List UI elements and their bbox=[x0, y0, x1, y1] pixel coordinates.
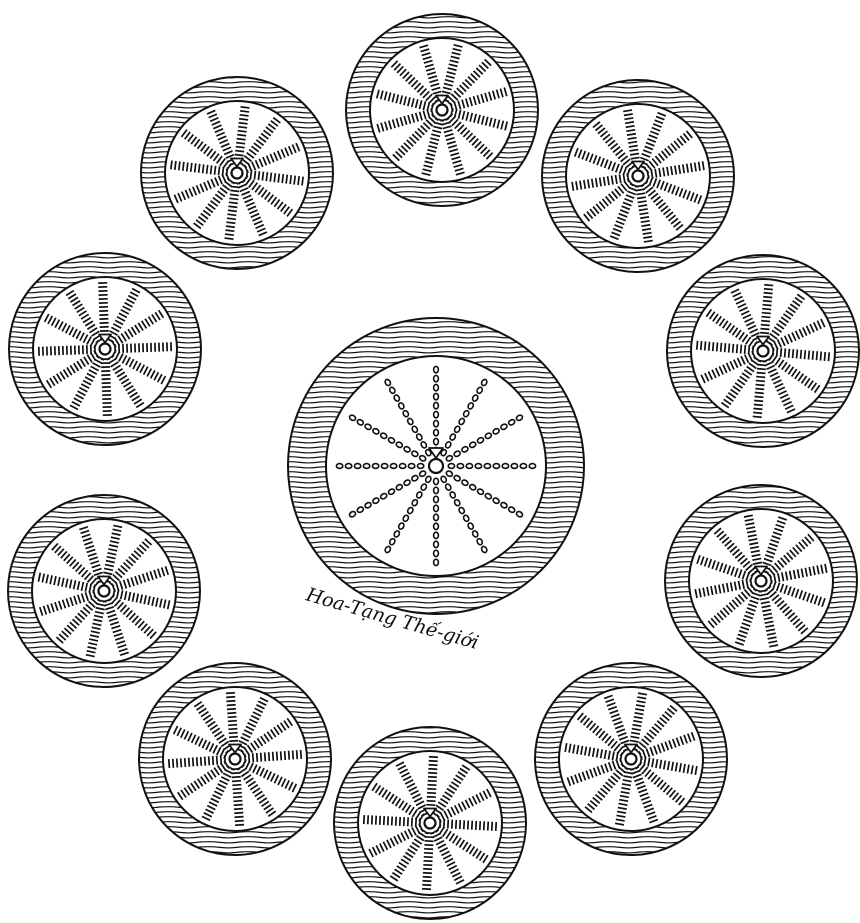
surrounding-world bbox=[542, 80, 734, 272]
hub-circle bbox=[437, 105, 448, 116]
hub-circle bbox=[626, 754, 637, 765]
hub-circle bbox=[100, 344, 111, 355]
world-systems bbox=[8, 14, 859, 919]
surrounding-world bbox=[9, 253, 201, 445]
surrounding-world bbox=[665, 485, 857, 677]
hub-circle bbox=[232, 168, 243, 179]
surrounding-world bbox=[141, 77, 333, 269]
central-world bbox=[288, 318, 584, 614]
hub-circle bbox=[429, 459, 443, 473]
surrounding-world bbox=[346, 14, 538, 206]
hub-circle bbox=[99, 586, 110, 597]
hub-circle bbox=[633, 171, 644, 182]
surrounding-world bbox=[535, 663, 727, 855]
hub-circle bbox=[230, 754, 241, 765]
hub-circle bbox=[758, 346, 769, 357]
surrounding-world bbox=[139, 663, 331, 855]
hub-circle bbox=[425, 818, 436, 829]
surrounding-world bbox=[8, 495, 200, 687]
surrounding-world bbox=[334, 727, 526, 919]
hub-circle bbox=[756, 576, 767, 587]
surrounding-world bbox=[667, 255, 859, 447]
